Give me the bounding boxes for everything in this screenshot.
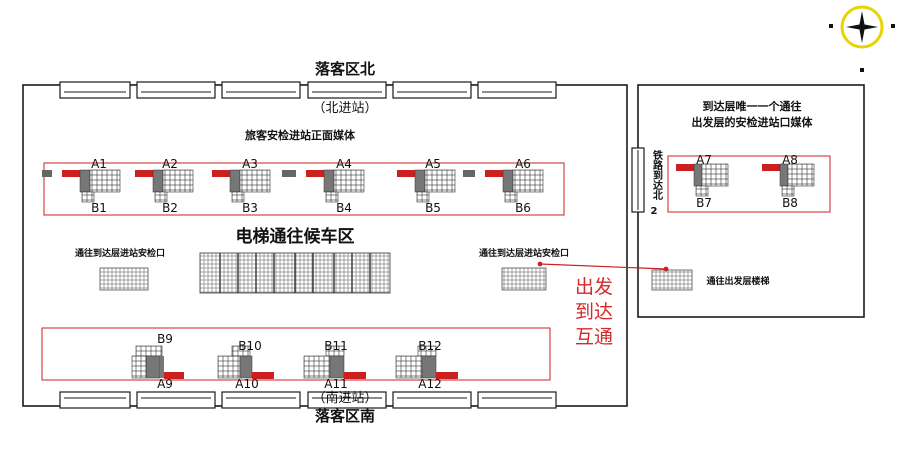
interchange-arrow bbox=[537, 261, 669, 272]
interchange-line3: 互通 bbox=[575, 326, 613, 348]
gate-unit bbox=[212, 169, 296, 203]
bottom-gates bbox=[131, 345, 458, 379]
south-drop-label: 落客区南 bbox=[315, 407, 375, 425]
gate-a-label: A10 bbox=[235, 377, 258, 391]
gate-a-label: A12 bbox=[418, 377, 441, 391]
gate-a-label: A1 bbox=[91, 157, 107, 171]
gate-b-label: B3 bbox=[242, 201, 258, 215]
security-checkpoint-left bbox=[99, 267, 149, 291]
security-checkpoint-right bbox=[501, 267, 547, 291]
security-zones bbox=[41, 155, 831, 381]
north-entrance-label: （北进站） bbox=[312, 101, 377, 116]
to-departure-label: 通往出发层楼梯 bbox=[706, 275, 769, 287]
compass-icon bbox=[829, 5, 895, 72]
gate-b-label: B12 bbox=[418, 339, 442, 353]
gate-b-label: B2 bbox=[162, 201, 178, 215]
gate-a-label: A5 bbox=[425, 157, 441, 171]
gate-a-label: A11 bbox=[324, 377, 347, 391]
gate-b-label: B6 bbox=[515, 201, 531, 215]
arrival-title-line1: 到达层唯一一个通往 bbox=[703, 99, 802, 113]
gate-a-label: A6 bbox=[515, 157, 531, 171]
gate-unit bbox=[762, 163, 815, 197]
arrival-security-zone bbox=[667, 155, 831, 213]
to-arrival-left-label: 通往到达层进站安检口 bbox=[75, 247, 165, 259]
interchange-line2: 到达 bbox=[575, 301, 613, 323]
gate-unit bbox=[485, 169, 544, 203]
gate-a-label: A4 bbox=[336, 157, 352, 171]
arrival-gate-labels: A7 B7 A8 B8 bbox=[696, 153, 798, 210]
bottom-security-zone bbox=[41, 327, 551, 381]
gate-b-label: B4 bbox=[336, 201, 352, 215]
gate-a-label: A8 bbox=[782, 153, 798, 167]
gate-b-label: B5 bbox=[425, 201, 441, 215]
gate-b-label: B11 bbox=[324, 339, 348, 353]
gate-b-label: B8 bbox=[782, 196, 798, 210]
gate-a-label: A9 bbox=[157, 377, 173, 391]
rail-number-label: 2 bbox=[651, 206, 658, 217]
rail-north-label: 铁路到达北 bbox=[651, 149, 663, 201]
gate-unit bbox=[131, 345, 184, 379]
gate-unit bbox=[397, 169, 475, 203]
departure-stairs bbox=[651, 269, 693, 291]
south-entrance-label: （南进站） bbox=[312, 390, 377, 406]
gate-a-label: A3 bbox=[242, 157, 258, 171]
gate-b-label: B7 bbox=[696, 196, 712, 210]
arrival-hall bbox=[631, 84, 865, 318]
rail-label: 铁路到达北 2 bbox=[651, 149, 663, 217]
gate-b-label: B9 bbox=[157, 332, 173, 346]
gate-unit bbox=[306, 169, 365, 203]
main-hall bbox=[22, 81, 628, 409]
bottom-gate-labels: B9 A9 B10 A10 B11 A11 B12 A12 bbox=[157, 332, 442, 391]
escalator-label: 电梯通往候车区 bbox=[236, 226, 355, 247]
gate-unit bbox=[217, 345, 274, 379]
interchange-label: 出发 到达 互通 bbox=[575, 276, 613, 348]
gate-unit bbox=[42, 169, 121, 203]
top-security-zone bbox=[43, 162, 565, 216]
gate-unit bbox=[135, 169, 194, 203]
gate-unit bbox=[676, 163, 729, 197]
north-drop-label: 落客区北 bbox=[315, 60, 375, 78]
arrival-title-line2: 出发层的安检进站口媒体 bbox=[692, 115, 814, 129]
top-gate-labels: A1 B1 A2 B2 A3 B3 A4 B4 A5 B5 A6 B6 bbox=[91, 157, 531, 215]
gate-b-label: B1 bbox=[91, 201, 107, 215]
gate-unit bbox=[303, 345, 366, 379]
front-media-label: 旅客安检进站正面媒体 bbox=[245, 128, 356, 142]
interchange-line1: 出发 bbox=[575, 276, 613, 298]
gate-unit bbox=[395, 345, 458, 379]
gate-b-label: B10 bbox=[238, 339, 262, 353]
gate-a-label: A7 bbox=[696, 153, 712, 167]
top-gates bbox=[42, 169, 544, 203]
escalator-block bbox=[199, 252, 391, 294]
arrival-gates bbox=[676, 163, 815, 197]
gate-a-label: A2 bbox=[162, 157, 178, 171]
to-arrival-right-label: 通往到达层进站安检口 bbox=[479, 247, 569, 259]
